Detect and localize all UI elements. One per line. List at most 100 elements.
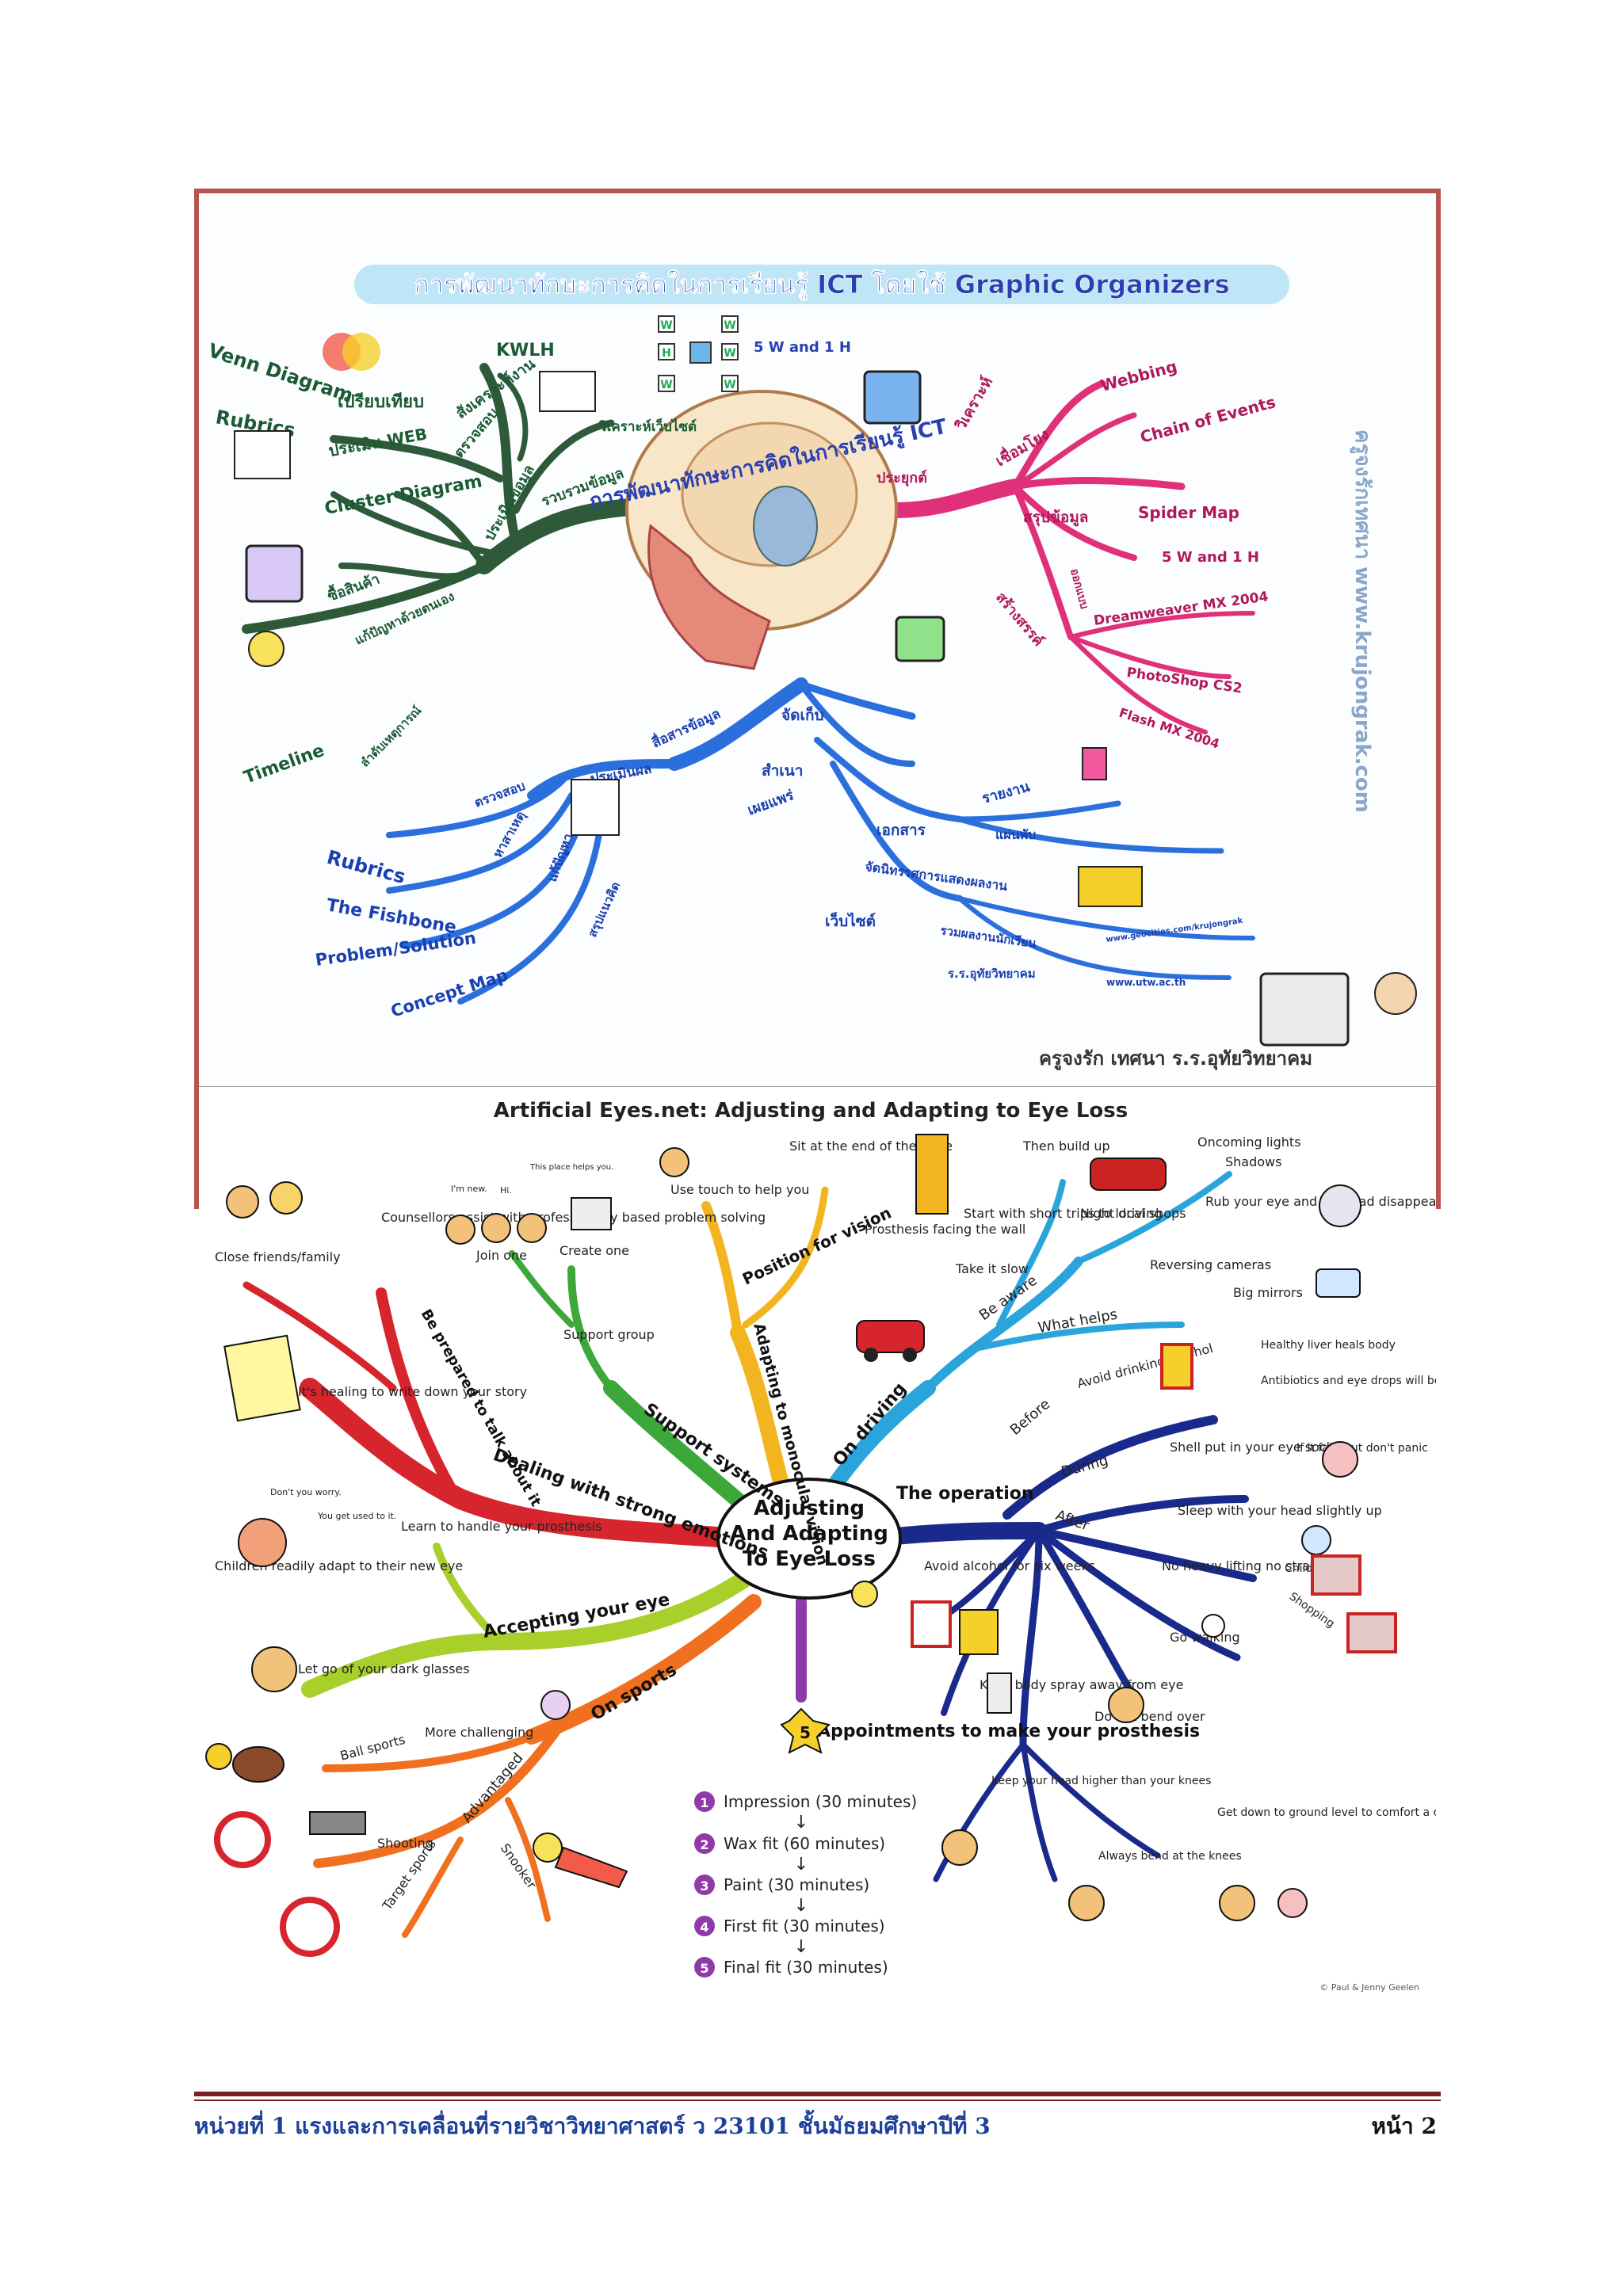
svg-text:5: 5	[700, 1961, 708, 1976]
svg-text:Go walking: Go walking	[1170, 1630, 1240, 1645]
svg-text:Join one: Join one	[475, 1248, 527, 1263]
top-decorative-icons	[234, 333, 1417, 1047]
svg-text:Spider Map: Spider Map	[1138, 503, 1239, 522]
svg-text:แผ่นพับ: แผ่นพับ	[995, 827, 1036, 842]
brain-head-illustration	[625, 390, 898, 670]
svg-text:จัดเก็บ: จัดเก็บ	[781, 705, 824, 724]
svg-text:↓: ↓	[794, 1937, 808, 1957]
eye-map-decorative-icons	[205, 1134, 1397, 1957]
svg-text:Appointments to make your pros: Appointments to make your prosthesis	[817, 1722, 1200, 1741]
svg-text:Impression (30 minutes): Impression (30 minutes)	[724, 1792, 917, 1811]
svg-text:H: H	[662, 347, 671, 360]
svg-text:Reversing cameras: Reversing cameras	[1150, 1257, 1271, 1272]
pink-branch-group	[888, 379, 1255, 734]
appointment-steps: 5 1 Impression (30 minutes) ↓ 2 Wax fit …	[694, 1707, 917, 1978]
svg-text:You get used to it.: You get used to it.	[317, 1511, 396, 1521]
svg-text:First fit (30 minutes): First fit (30 minutes)	[724, 1917, 885, 1936]
svg-text:KWLH: KWLH	[496, 341, 555, 360]
svg-text:Avoid alcohol for six weeks: Avoid alcohol for six weeks	[924, 1558, 1095, 1573]
eye-map-copyright: © Paul & Jenny Geelen	[1319, 1982, 1419, 1993]
svg-text:Use touch to help you: Use touch to help you	[670, 1182, 809, 1197]
svg-text:Always bend at the knees: Always bend at the knees	[1098, 1850, 1242, 1863]
svg-text:Oncoming lights: Oncoming lights	[1197, 1135, 1301, 1150]
svg-text:Shadows: Shadows	[1225, 1154, 1281, 1169]
svg-text:ร.ร.อุทัยวิทยาคม: ร.ร.อุทัยวิทยาคม	[948, 967, 1036, 982]
svg-text:W: W	[660, 379, 672, 391]
svg-text:Wax fit (60 minutes): Wax fit (60 minutes)	[724, 1834, 885, 1853]
svg-text:สำเนา: สำเนา	[762, 762, 803, 780]
footer-unit-title: หน่วยที่ 1 แรงและการเคลื่อนที่รายวิชาวิท…	[194, 2113, 991, 2139]
svg-text:Close friends/family: Close friends/family	[215, 1249, 341, 1264]
footer-rule	[194, 2092, 1441, 2096]
svg-text:Take it slow: Take it slow	[955, 1261, 1029, 1276]
svg-text:Sleep with your head slightly: Sleep with your head slightly up	[1178, 1503, 1382, 1518]
svg-text:Start with short trips to loca: Start with short trips to local shops	[964, 1206, 1186, 1221]
mind-map-figure: การพัฒนาทักษะการคิดในการเรียนรู้ ICT โดย…	[199, 193, 1436, 1204]
svg-text:↓: ↓	[794, 1896, 808, 1916]
eye-map-title: Artificial Eyes.net: Adjusting and Adapt…	[494, 1099, 1128, 1123]
svg-text:สรุปข้อมูล: สรุปข้อมูล	[1023, 509, 1088, 527]
svg-text:If it falls out don't panic: If it falls out don't panic	[1296, 1442, 1428, 1455]
svg-text:And Adapting: And Adapting	[730, 1522, 888, 1546]
svg-text:↓: ↓	[794, 1855, 808, 1875]
eye-map-notes: Counsellors assist with professionally b…	[215, 1135, 1436, 1913]
svg-text:www.utw.ac.th: www.utw.ac.th	[1106, 977, 1186, 988]
svg-text:The operation: The operation	[896, 1484, 1034, 1504]
svg-text:To Eye Loss: To Eye Loss	[743, 1547, 876, 1571]
svg-text:Prosthesis facing the wall: Prosthesis facing the wall	[865, 1222, 1025, 1237]
wh-grid-icon: W W H W W W	[658, 315, 739, 392]
svg-text:W: W	[724, 347, 735, 360]
svg-text:↓: ↓	[794, 1813, 808, 1833]
svg-text:5: 5	[800, 1723, 811, 1742]
svg-text:วิเคราะห์เว็บไซต์: วิเคราะห์เว็บไซต์	[599, 417, 697, 435]
svg-text:Sit at the end of the table: Sit at the end of the table	[789, 1138, 953, 1154]
svg-text:Shooting: Shooting	[377, 1836, 433, 1851]
svg-text:Create one: Create one	[559, 1243, 629, 1258]
top-credit: ครูจงรัก เทศนา ร.ร.อุทัยวิทยาคม	[1039, 1047, 1312, 1071]
svg-text:3: 3	[700, 1878, 708, 1894]
svg-text:W: W	[724, 379, 735, 391]
svg-text:Big mirrors: Big mirrors	[1233, 1285, 1303, 1300]
svg-text:Healthy liver heals body: Healthy liver heals body	[1261, 1339, 1396, 1352]
svg-text:1: 1	[700, 1795, 708, 1810]
top-title: การพัฒนาทักษะการคิดในการเรียนรู้ ICT โดย…	[414, 269, 1229, 301]
svg-text:เอกสาร: เอกสาร	[876, 822, 926, 839]
green-branch-group	[242, 363, 651, 634]
svg-text:Don't you worry.: Don't you worry.	[270, 1487, 342, 1497]
eye-map-branches	[242, 1171, 1257, 1938]
svg-text:Let go of your dark glasses: Let go of your dark glasses	[298, 1661, 470, 1676]
svg-text:Keep your head higher than you: Keep your head higher than your knees	[991, 1775, 1211, 1787]
svg-text:Antibiotics and eye drops will: Antibiotics and eye drops will be more a…	[1261, 1375, 1436, 1387]
svg-text:Support group: Support group	[563, 1327, 655, 1342]
top-watermark: ครูจงรักเทศนา www.krujongrak.com	[1350, 429, 1374, 813]
svg-text:2: 2	[700, 1837, 708, 1852]
svg-text:Hi.: Hi.	[500, 1185, 512, 1196]
svg-text:ประยุกต์: ประยุกต์	[876, 469, 927, 487]
svg-text:More challenging: More challenging	[425, 1725, 533, 1740]
svg-text:Final fit (30 minutes): Final fit (30 minutes)	[724, 1958, 888, 1977]
figure-frame: การพัฒนาทักษะการคิดในการเรียนรู้ ICT โดย…	[194, 189, 1441, 1209]
svg-text:Get down to ground level to co: Get down to ground level to comfort a ch…	[1217, 1806, 1436, 1819]
eye-loss-mind-map: Artificial Eyes.net: Adjusting and Adapt…	[199, 1087, 1436, 1997]
svg-text:Adjusting: Adjusting	[754, 1497, 865, 1520]
top-title-banner	[354, 265, 1289, 304]
svg-text:W: W	[660, 319, 672, 332]
svg-text:Night driving: Night driving	[1080, 1206, 1162, 1221]
footer-page-number: หน้า 2	[1371, 2113, 1437, 2139]
svg-text:Paint (30 minutes): Paint (30 minutes)	[724, 1875, 869, 1894]
svg-text:เว็บไซต์: เว็บไซต์	[825, 911, 876, 930]
svg-text:W: W	[724, 319, 735, 332]
svg-text:This place helps you.: This place helps you.	[529, 1163, 613, 1172]
svg-text:เปรียบเทียบ: เปรียบเทียบ	[338, 392, 424, 412]
eye-map-center	[716, 1478, 902, 1600]
svg-text:5 W and 1 H: 5 W and 1 H	[1162, 549, 1259, 566]
footer-rule-thin	[194, 2100, 1441, 2101]
wh-label: 5 W and 1 H	[754, 339, 851, 356]
svg-text:Learn to handle your prosthesi: Learn to handle your prosthesis	[401, 1519, 602, 1534]
svg-text:I'm new.: I'm new.	[451, 1184, 487, 1194]
svg-text:No heavy lifting no straining: No heavy lifting no straining	[1162, 1558, 1341, 1573]
blue-branch-group	[386, 677, 1255, 1005]
svg-text:Then build up: Then build up	[1022, 1138, 1110, 1154]
svg-text:It's healing to write down you: It's healing to write down your story	[298, 1384, 527, 1399]
svg-text:4: 4	[700, 1920, 708, 1935]
